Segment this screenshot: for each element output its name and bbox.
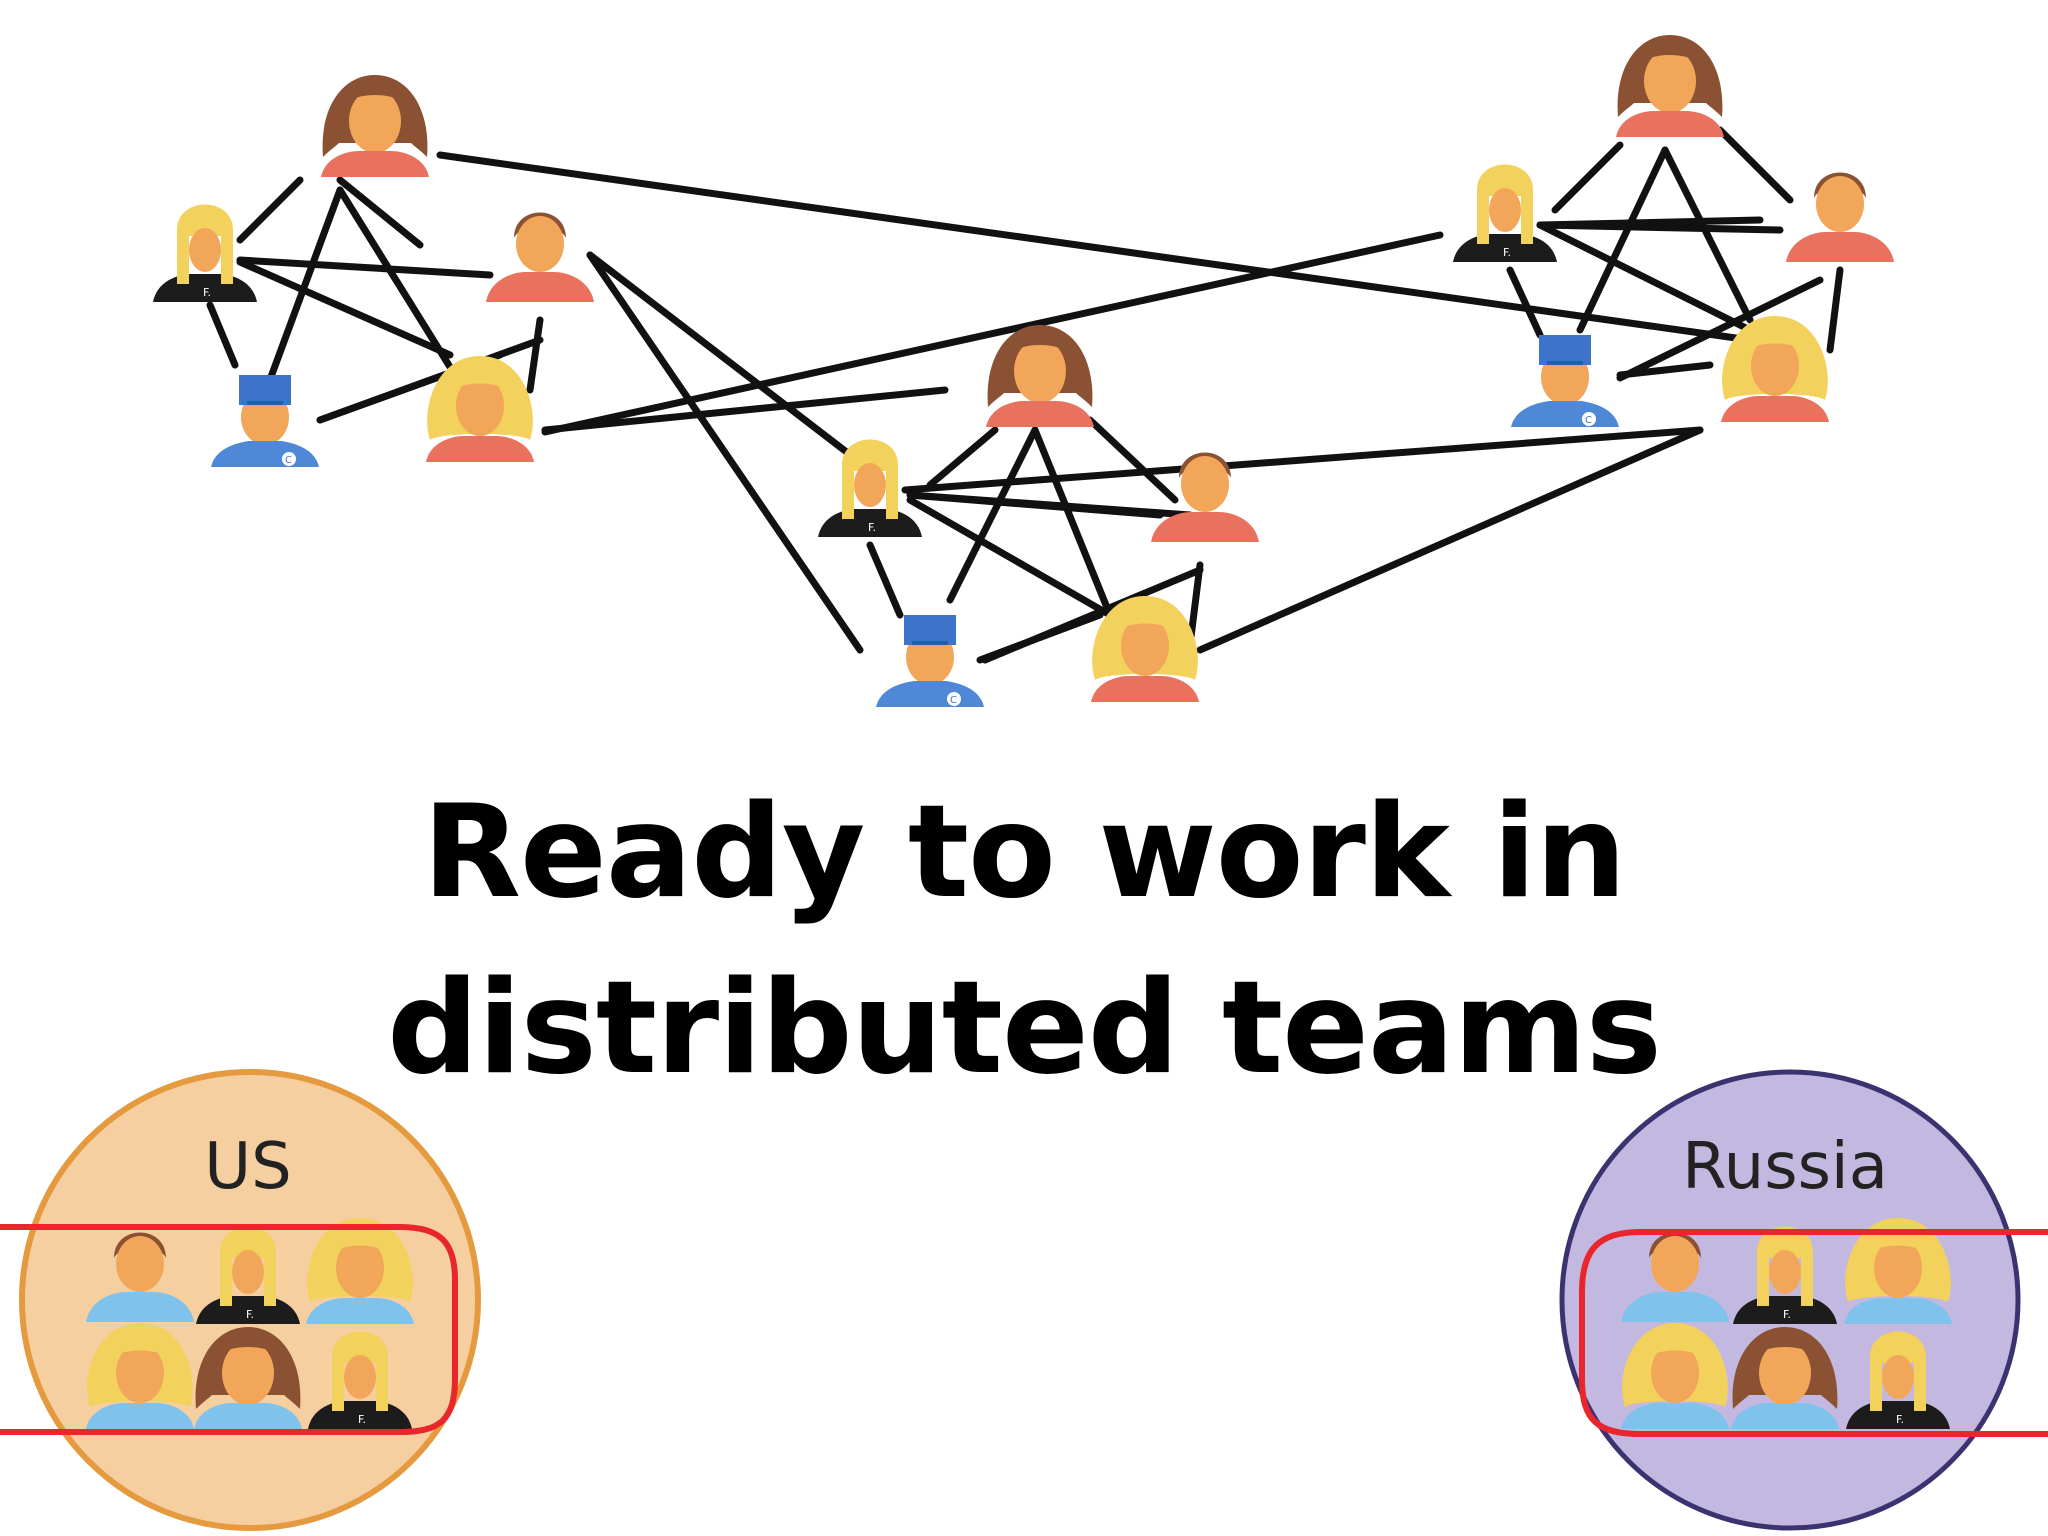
person-icon xyxy=(153,204,257,302)
person-icon xyxy=(1786,172,1894,262)
person-icon xyxy=(1616,35,1724,137)
team-center xyxy=(818,325,1259,707)
title-line-2: distributed teams xyxy=(387,954,1662,1103)
person-icon xyxy=(1511,335,1619,427)
person-icon xyxy=(986,325,1094,427)
region-us: US xyxy=(0,1069,481,1531)
team-outline-us xyxy=(0,1224,458,1435)
person-icon xyxy=(1721,316,1829,422)
region-russia-label: Russia xyxy=(1682,1130,1888,1204)
person-icon xyxy=(321,75,429,177)
person-icon xyxy=(486,212,594,302)
person-icon xyxy=(876,615,984,707)
network-links xyxy=(206,126,1844,664)
slide-title: Ready to work in distributed teams xyxy=(0,765,2048,1117)
person-icon xyxy=(211,375,319,467)
team-outline-russia xyxy=(1579,1229,2048,1437)
region-russia: Russia xyxy=(1559,1069,2048,1531)
person-icon xyxy=(1453,164,1557,262)
title-line-1: Ready to work in xyxy=(422,778,1626,927)
region-us-label: US xyxy=(204,1130,291,1204)
